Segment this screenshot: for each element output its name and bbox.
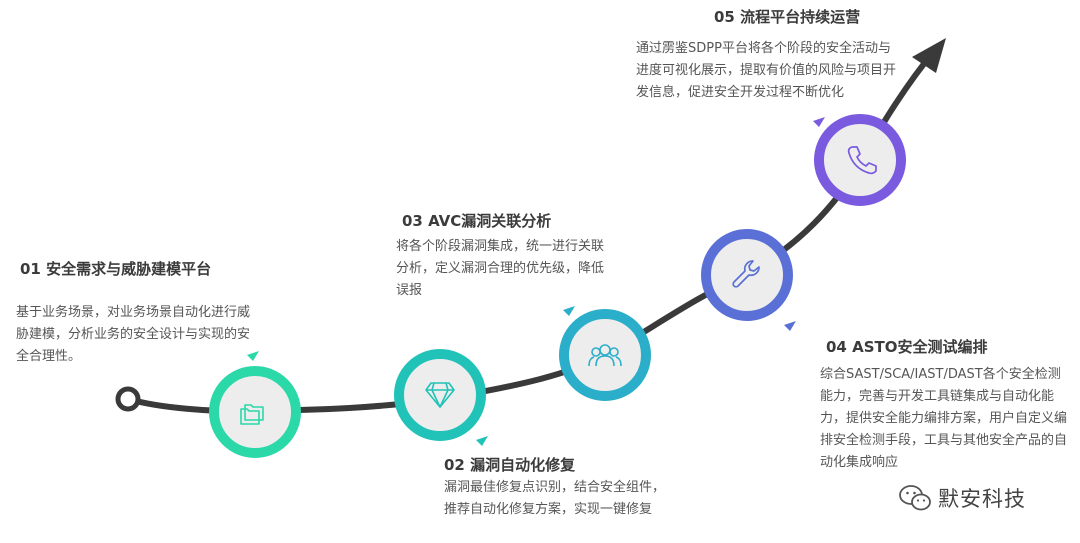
step-1-node [209,366,301,458]
step-5-description: 通过雳鉴SDPP平台将各个阶段的安全活动与进度可视化展示，提取有价值的风险与项目… [636,41,897,100]
watermark-text: 默安科技 [938,487,1026,511]
step-5-title: 05 流程平台持续运营 [714,8,861,26]
start-node [115,386,141,412]
users-icon [588,344,622,367]
step-2-description: 漏洞最佳修复点识别，结合安全组件，推荐自动化修复方案，实现一键修复 [444,480,666,517]
step-5-node [814,114,906,206]
watermark: 默安科技 [898,481,1026,515]
step-2-pointer [476,436,488,446]
step-4-description: 综合SAST/SCA/IAST/DAST各个安全检测能力，完善与开发工具链集成与… [820,367,1068,470]
step-4-title: 04 ASTO安全测试编排 [826,338,988,356]
step-4-ring [701,229,793,321]
step-2-node [394,349,486,441]
step-3-title: 03 AVC漏洞关联分析 [402,212,552,230]
step-1-title: 01 安全需求与威胁建模平台 [20,260,212,278]
step-4-node [701,229,793,321]
step-3-description: 将各个阶段漏洞集成，统一进行关联分析，定义漏洞合理的优先级，降低误报 [396,239,605,298]
diamond-icon [425,382,455,408]
wrench-icon [732,260,760,288]
step-5-pointer [813,117,825,127]
step-1-pointer [247,351,259,361]
step-1-description: 基于业务场景，对业务场景自动化进行威胁建模，分析业务的安全设计与实现的安全合理性… [16,305,251,364]
folders-icon [240,404,264,425]
step-5-ring [814,114,906,206]
step-2-ring [394,349,486,441]
step-4-pointer [784,321,796,331]
step-3-pointer [563,306,575,316]
wechat-icon [899,485,931,511]
phone-icon [847,146,877,175]
step-2-title: 02 漏洞自动化修复 [444,456,576,474]
curve-arrowhead [912,38,946,73]
step-1-ring [209,366,301,458]
step-3-node [559,309,651,401]
